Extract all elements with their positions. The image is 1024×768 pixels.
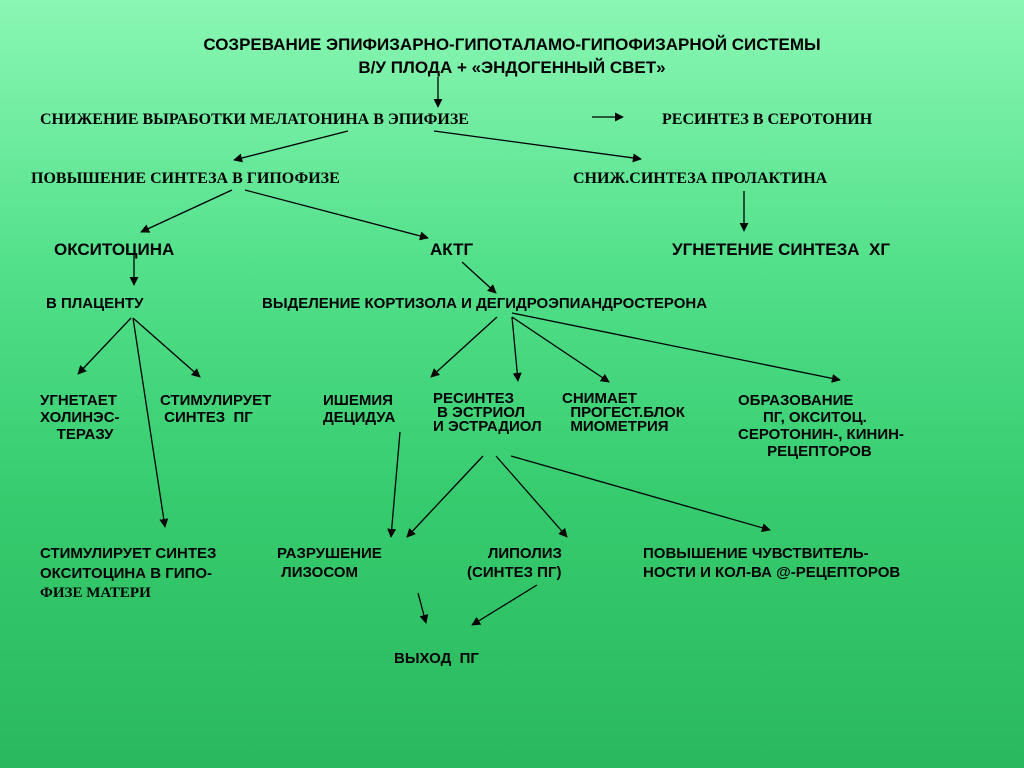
node-oxytocin: ОКСИТОЦИНА (54, 240, 175, 259)
node-ischemia: ИШЕМИЯ ДЕЦИДУА (323, 392, 396, 426)
arrow-melatonin-to-hypophysis (233, 130, 349, 163)
node-stim-oxytocin-line-1: СТИМУЛИРУЕТ СИНТЕЗ (40, 545, 217, 562)
title-line-2: В/У ПЛОДА + «ЭНДОГЕННЫЙ СВЕТ» (358, 58, 666, 77)
node-pg-exit: ВЫХОД ПГ (394, 650, 479, 667)
node-placenta: В ПЛАЦЕНТУ (46, 295, 144, 312)
arrow-hypophysis-to-oxytocin (140, 189, 233, 233)
title-line-1: СОЗРЕВАНИЕ ЭПИФИЗАРНО-ГИПОТАЛАМО-ГИПОФИЗ… (203, 35, 821, 54)
arrow-cortisol-to-estriol (511, 316, 522, 382)
arrow-placenta-to-stim-oxytocin (132, 317, 169, 528)
node-hypophysis: ПОВЫШЕНИЕ СИНТЕЗА В ГИПОФИЗЕ (31, 170, 340, 187)
node-cholinesterase: УГНЕТАЕТ ХОЛИНЭС- ТЕРАЗУ (40, 392, 120, 443)
node-lysosomes: РАЗРУШЕНИЕ ЛИЗОСОМ (277, 545, 382, 581)
arrow-ischemia-to-lysosomes (387, 431, 401, 538)
arrow-placenta-to-pg (132, 317, 201, 378)
arrow-melatonin-to-prolactin (433, 130, 642, 163)
node-stim-oxytocin-line-2: ОКСИТОЦИНА В ГИПО- (40, 565, 212, 582)
node-hg: УГНЕТЕНИЕ СИНТЕЗА ХГ (672, 240, 890, 259)
arrow-actg-to-cortisol (461, 261, 497, 294)
node-receptors: ОБРАЗОВАНИЕ ПГ, ОКСИТОЦ. СЕРОТОНИН-, КИН… (738, 392, 904, 460)
node-serotonin: РЕСИНТЕЗ В СЕРОТОНИН (662, 111, 873, 128)
arrow-estriol-to-lysosomes (406, 455, 484, 538)
arrow-cortisol-to-ischemia (430, 316, 498, 378)
node-stim-oxytocin-line-3: ФИЗЕ МАТЕРИ (40, 585, 151, 601)
arrow-hypophysis-to-actg (244, 189, 429, 241)
node-pg-synthesis: СТИМУЛИРУЕТ СИНТЕЗ ПГ (160, 392, 272, 426)
arrow-lipolysis-to-exit (471, 584, 538, 626)
arrow-cortisol-to-receptors (511, 312, 841, 383)
node-prolactin: СНИЖ.СИНТЕЗА ПРОЛАКТИНА (573, 170, 828, 187)
arrow-estriol-to-sensitivity (510, 455, 771, 533)
node-progest: СНИМАЕТ ПРОГЕСТ.БЛОК МИОМЕТРИЯ (562, 390, 685, 435)
arrow-lysosomes-to-exit (417, 592, 429, 624)
arrow-cortisol-to-progest (511, 316, 610, 383)
node-melatonin: СНИЖЕНИЕ ВЫРАБОТКИ МЕЛАТОНИНА В ЭПИФИЗЕ (40, 111, 469, 128)
node-lipolysis: ЛИПОЛИЗ (СИНТЕЗ ПГ) (467, 545, 562, 581)
node-actg: АКТГ (430, 240, 474, 259)
node-cortisol: ВЫДЕЛЕНИЕ КОРТИЗОЛА И ДЕГИДРОЭПИАНДРОСТЕ… (262, 295, 708, 312)
arrow-placenta-to-cholinesterase (77, 317, 132, 375)
node-sensitivity: ПОВЫШЕНИЕ ЧУВСТВИТЕЛЬ- НОСТИ И КОЛ-ВА @-… (643, 545, 901, 581)
node-estriol: РЕСИНТЕЗ В ЭСТРИОЛ И ЭСТРАДИОЛ (433, 390, 542, 435)
arrow-estriol-to-lipolysis (495, 455, 568, 538)
